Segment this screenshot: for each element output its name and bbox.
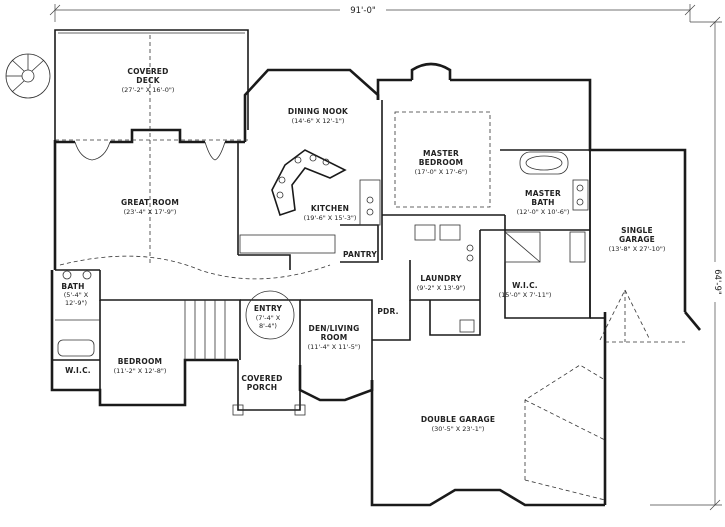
tray-ceiling: [394, 111, 491, 208]
overall-width-label: 91'-0": [350, 6, 376, 16]
master-bedroom-name-2: BEDROOM: [419, 158, 463, 167]
dining-nook-name: DINING NOOK: [288, 107, 349, 116]
den-living-dims: (11'-4" X 11'-5"): [308, 343, 361, 351]
single-garage-name-2: GARAGE: [619, 235, 655, 244]
bedroom-name: BEDROOM: [118, 357, 162, 366]
bath-fixtures: [55, 270, 100, 357]
overall-width-dimension: 91'-0": [49, 3, 696, 22]
entry-name: ENTRY: [254, 304, 283, 313]
master-bath-name-1: MASTER: [525, 189, 561, 198]
bath-dims-2: 12'-9"): [65, 299, 87, 307]
hall-curve: [59, 255, 331, 280]
entry-dims-1: (7'-4" X: [256, 314, 281, 322]
covered-deck-name-2: DECK: [136, 76, 160, 85]
deck-doors: [74, 141, 226, 161]
overall-depth-label: 64'-9": [712, 269, 722, 295]
exterior-walls: [50, 29, 701, 507]
single-garage-name-1: SINGLE: [621, 226, 653, 235]
covered-deck-name-1: COVERED: [127, 67, 168, 76]
laundry-fixtures: [414, 224, 475, 333]
entry-dims-2: 8'-4"): [259, 322, 277, 330]
master-bath-dims: (12'-0" X 10'-6"): [517, 208, 570, 216]
great-room-name: GREAT ROOM: [121, 198, 179, 207]
laundry-dims: (9'-2" X 13'-9"): [417, 284, 466, 292]
wic-bedroom-name: W.I.C.: [65, 366, 91, 375]
pdr-name: PDR.: [377, 307, 398, 316]
kitchen-dims: (19'-6" X 15'-3"): [304, 214, 357, 222]
single-garage-dims: (13'-8" X 27'-10"): [609, 245, 666, 253]
wic-master-dims: (15'-0" X 7'-11"): [499, 291, 552, 299]
room-labels: COVERED DECK (27'-2" X 16'-0") DINING NO…: [61, 67, 665, 433]
master-bedroom-name-1: MASTER: [423, 149, 459, 158]
spiral-staircase: [5, 53, 51, 99]
den-living-name-2: ROOM: [321, 333, 348, 342]
interior-walls: [52, 100, 605, 390]
double-garage-dims: (30'-5" X 23'-1"): [432, 425, 485, 433]
kitchen-island: [271, 149, 347, 217]
master-bath-name-2: BATH: [531, 198, 554, 207]
covered-deck-dims: (27'-2" X 16'-0"): [122, 86, 175, 94]
covered-porch-name-2: PORCH: [247, 383, 277, 392]
great-room-dims: (23'-4" X 17'-9"): [124, 208, 177, 216]
bath-name: BATH: [61, 282, 84, 291]
double-garage-door: [524, 364, 606, 501]
master-bedroom-dims: (17'-0" X 17'-6"): [415, 168, 468, 176]
laundry-name: LAUNDRY: [420, 274, 462, 283]
den-living-name-1: DEN/LIVING: [309, 324, 360, 333]
covered-porch-name-1: COVERED: [241, 374, 282, 383]
bedroom-dims: (11'-2" X 12'-8"): [114, 367, 167, 375]
covered-porch-outline: [232, 360, 306, 416]
single-garage-door: [599, 289, 685, 343]
dining-nook-dims: (14'-6" X 12'-1"): [292, 117, 345, 125]
pantry-name: PANTRY: [343, 250, 377, 259]
overall-depth-dimension: 64'-9": [650, 16, 722, 511]
bath-dims-1: (5'-4" X: [64, 291, 89, 299]
stair: [184, 300, 226, 360]
master-bath-fixtures: [504, 151, 589, 263]
kitchen-name: KITCHEN: [311, 204, 349, 213]
entry-rotunda: [245, 290, 295, 340]
double-garage-name: DOUBLE GARAGE: [421, 415, 495, 424]
kitchen-counters: [239, 179, 381, 254]
wic-master-name: W.I.C.: [512, 281, 538, 290]
